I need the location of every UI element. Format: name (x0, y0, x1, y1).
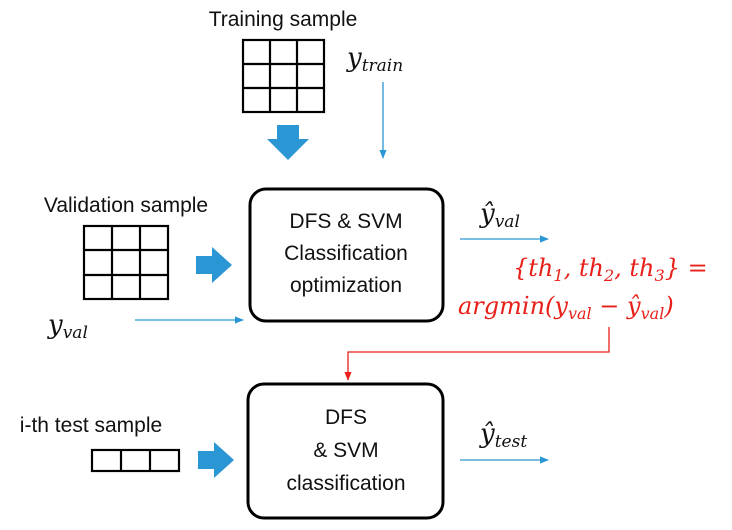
y-hat-test-label: ŷtest (479, 419, 527, 452)
classification-box (246, 382, 445, 520)
training-to-optimization-arrow (267, 125, 309, 160)
y-train-label: ytrain (346, 43, 403, 76)
y-val-label: yval (47, 310, 88, 343)
classification-box-line2: & SVM (313, 439, 378, 462)
optimization-box-line2: Classification (284, 242, 408, 265)
optimization-box-line1: DFS & SVM (289, 210, 402, 233)
threshold-feedback-arrow (344, 327, 610, 381)
test-sample-grid (90, 448, 181, 473)
classification-box-line3: classification (286, 472, 405, 495)
training-sample-label: Training sample (209, 8, 358, 31)
optimization-box (248, 187, 445, 323)
validation-sample-label: Validation sample (44, 194, 208, 217)
y-hat-val-label: ŷval (479, 199, 520, 232)
test-to-classification-arrow (198, 442, 234, 478)
training-sample-grid (241, 38, 326, 114)
argmin-equation: argmin(yval − ŷval) (458, 292, 674, 323)
validation-sample-grid (82, 224, 170, 301)
classification-box-line1: DFS (325, 406, 367, 429)
optimization-box-line3: optimization (290, 274, 402, 297)
test-sample-label: i-th test sample (20, 414, 162, 437)
validation-to-optimization-arrow (196, 247, 232, 283)
threshold-set-equation: {th1, th2, th3} = (513, 254, 708, 285)
